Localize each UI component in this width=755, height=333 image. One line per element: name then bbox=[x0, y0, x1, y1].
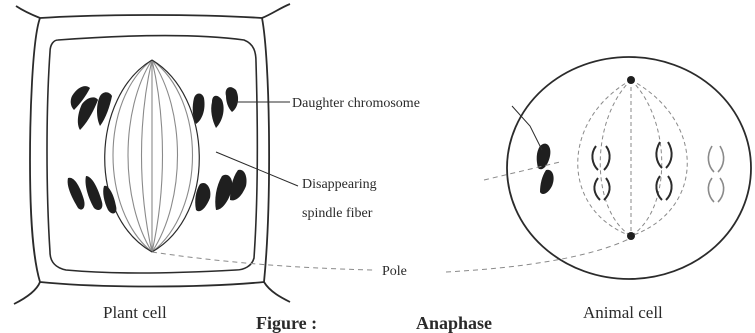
label-daughter-chromosome: Daughter chromosome bbox=[292, 96, 420, 111]
figure-caption-prefix: Figure : bbox=[256, 313, 317, 333]
animal-chromosome bbox=[656, 176, 671, 200]
animal-cell bbox=[507, 57, 751, 279]
animal-spindle-fiber bbox=[578, 80, 631, 236]
plant-spindle-fiber bbox=[152, 60, 163, 252]
plant-chromosome bbox=[103, 186, 116, 214]
label-plant-cell: Plant cell bbox=[103, 303, 167, 322]
animal-spindle-fiber bbox=[631, 80, 687, 236]
plant-spindle-fiber bbox=[142, 60, 153, 252]
animal-chromosome bbox=[537, 144, 551, 170]
plant-chromosome bbox=[211, 96, 223, 128]
leader-daughter-chromosome-animal bbox=[512, 106, 542, 150]
plant-chromosome bbox=[195, 183, 210, 211]
plant-chromosome bbox=[85, 176, 102, 210]
animal-chromosome bbox=[708, 146, 723, 172]
label-disappearing: Disappearing bbox=[302, 177, 377, 192]
label-spindle-fiber: spindle fiber bbox=[302, 206, 373, 221]
plant-chromosome bbox=[226, 87, 238, 112]
plant-chromosome bbox=[193, 94, 205, 125]
plant-chromosome bbox=[215, 175, 232, 210]
plant-chromosome bbox=[68, 178, 85, 210]
figure-caption-title: Anaphase bbox=[416, 313, 492, 333]
animal-centrosome-bottom bbox=[627, 232, 635, 240]
animal-chromosome bbox=[656, 142, 671, 168]
plant-cell bbox=[14, 4, 290, 304]
animal-chromosome bbox=[540, 170, 554, 194]
animal-chromosome bbox=[708, 178, 723, 202]
animal-chromosome bbox=[594, 178, 609, 200]
label-pole: Pole bbox=[382, 264, 407, 279]
plant-chromosome bbox=[78, 97, 98, 130]
animal-spindle-fiber bbox=[600, 80, 631, 236]
leader-pole-plant bbox=[152, 252, 374, 270]
plant-chromosome bbox=[230, 170, 247, 201]
animal-centrosome-top bbox=[627, 76, 635, 84]
label-animal-cell: Animal cell bbox=[583, 303, 663, 322]
plant-spindle-fiber bbox=[152, 60, 178, 252]
plant-spindle-fiber bbox=[128, 60, 152, 252]
